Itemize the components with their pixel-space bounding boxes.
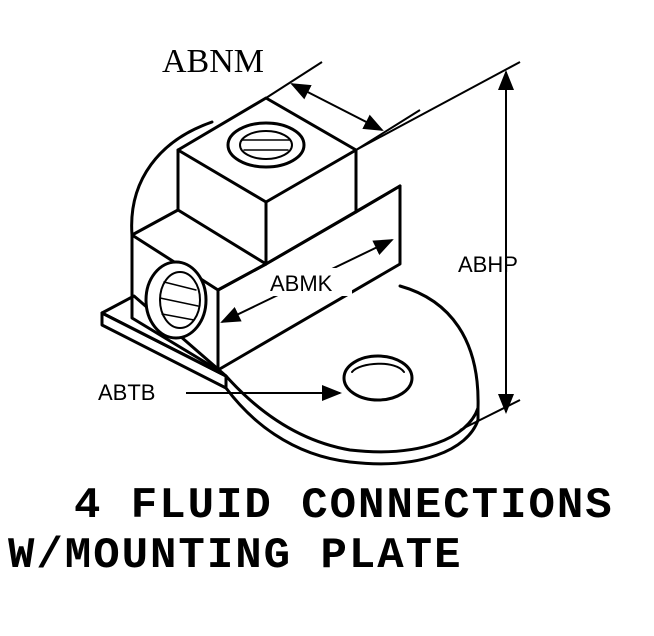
- abhp-label: ABHP: [458, 252, 518, 277]
- abhp-dimension: [355, 61, 521, 431]
- abnm-label: ABNM: [162, 43, 264, 80]
- caption-line-1: 4 FLUID CONNECTIONS: [74, 481, 614, 531]
- caption-line-2: W/MOUNTING PLATE: [8, 531, 463, 581]
- abtb-label: ABTB: [98, 380, 155, 405]
- mounting-plate: [100, 284, 480, 466]
- abmk-label: ABMK: [270, 271, 333, 296]
- mounting-hole: [342, 354, 414, 402]
- rear-body-arc: [130, 120, 214, 237]
- top-port-icon: [226, 121, 306, 169]
